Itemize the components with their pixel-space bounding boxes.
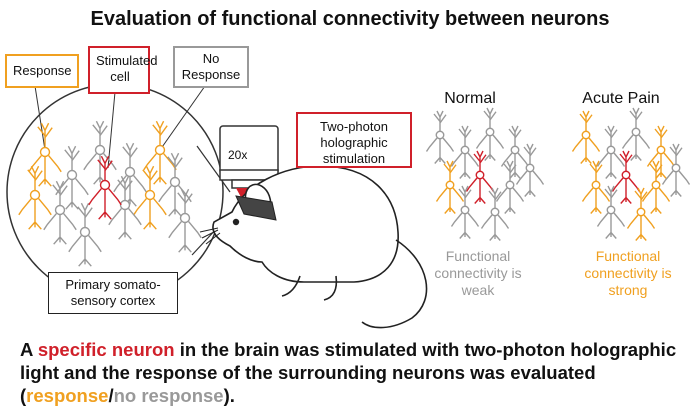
neuron-cortex-2 bbox=[83, 120, 117, 185]
neuron-cortex-8 bbox=[158, 152, 192, 217]
summary-part-7: ). bbox=[223, 385, 235, 406]
mouse-whiskers bbox=[199, 227, 221, 245]
summary-part-1: A bbox=[20, 339, 38, 360]
normal-neuron-3 bbox=[500, 125, 530, 179]
legend-response-text: Response bbox=[13, 63, 72, 78]
neuron-cortex-1 bbox=[55, 145, 89, 210]
normal-neuron-9 bbox=[480, 187, 510, 241]
neuron-cortex-5 bbox=[43, 180, 77, 245]
summary-response: response bbox=[26, 385, 109, 406]
pain-neuron-5 bbox=[611, 150, 641, 204]
head-plate bbox=[235, 195, 277, 221]
pain-neurons bbox=[571, 107, 691, 241]
normal-neuron-8 bbox=[450, 185, 480, 239]
pain-neuron-7 bbox=[661, 143, 691, 197]
pain-title: Acute Pain bbox=[582, 90, 660, 107]
pain-neuron-1 bbox=[596, 125, 626, 179]
neuron-cortex-6 bbox=[18, 165, 52, 230]
figure-title: Evaluation of functional connectivity be… bbox=[90, 8, 610, 30]
normal-neuron-6 bbox=[495, 160, 525, 214]
neuron-cortex-7 bbox=[133, 165, 167, 230]
pain-neuron-3 bbox=[646, 125, 676, 179]
legend-stimulated-text: Stimulated cell bbox=[96, 53, 158, 84]
summary-no-response: no response bbox=[113, 385, 224, 406]
zoom-line-top bbox=[196, 145, 231, 193]
neuron-cortex-4 bbox=[143, 120, 177, 185]
neuron-cortex-11 bbox=[168, 188, 202, 253]
summary-text: A specific neuron in the brain was stimu… bbox=[20, 338, 690, 407]
pain-neuron-4 bbox=[581, 160, 611, 214]
normal-neuron-5 bbox=[465, 150, 495, 204]
neuron-stimulated bbox=[88, 155, 122, 220]
legend-no-response: No Response bbox=[173, 46, 249, 88]
normal-neuron-4 bbox=[435, 160, 465, 214]
legend-response: Response bbox=[5, 54, 79, 88]
summary-part-3: in the brain was stimulated with two-pho… bbox=[20, 339, 677, 406]
objective-magnification: 20x bbox=[228, 148, 248, 162]
pain-caption: Functional connectivity is strong bbox=[584, 248, 672, 298]
stimulation-text: Two-photon holographic stimulation bbox=[320, 119, 388, 166]
objective-lens bbox=[219, 125, 279, 212]
pointer-no-response bbox=[159, 85, 206, 151]
pointer-response bbox=[34, 85, 46, 151]
cortex-neurons bbox=[18, 120, 202, 267]
normal-neurons bbox=[425, 107, 545, 241]
stimulation-box: Two-photon holographic stimulation bbox=[296, 112, 412, 168]
legend-no-response-text: No Response bbox=[181, 51, 241, 82]
neuron-cortex-3 bbox=[113, 142, 147, 207]
neuron-cortex-10 bbox=[68, 202, 102, 267]
summary-slash: / bbox=[108, 385, 114, 406]
legend-stimulated: Stimulated cell bbox=[88, 46, 158, 94]
summary-specific-neuron: specific neuron bbox=[37, 339, 175, 360]
pain-neuron-0 bbox=[571, 110, 601, 164]
neuron-cortex-0 bbox=[28, 122, 62, 187]
normal-neuron-1 bbox=[450, 125, 480, 179]
normal-title: Normal bbox=[444, 90, 496, 107]
pain-neuron-2 bbox=[621, 107, 651, 161]
pointer-stimulated bbox=[107, 91, 116, 169]
normal-caption: Functional connectivity is weak bbox=[434, 248, 522, 298]
pain-neuron-8 bbox=[596, 185, 626, 239]
normal-neuron-7 bbox=[515, 143, 545, 197]
cortex-label-box: Primary somato-sensory cortex bbox=[48, 272, 178, 314]
normal-neuron-0 bbox=[425, 110, 455, 164]
mouse-eye bbox=[232, 218, 240, 226]
cortex-label-text: Primary somato-sensory cortex bbox=[65, 277, 161, 308]
normal-neuron-2 bbox=[475, 107, 505, 161]
neuron-cortex-9 bbox=[108, 175, 142, 240]
pain-neuron-6 bbox=[641, 160, 671, 214]
pain-neuron-9 bbox=[626, 187, 656, 241]
